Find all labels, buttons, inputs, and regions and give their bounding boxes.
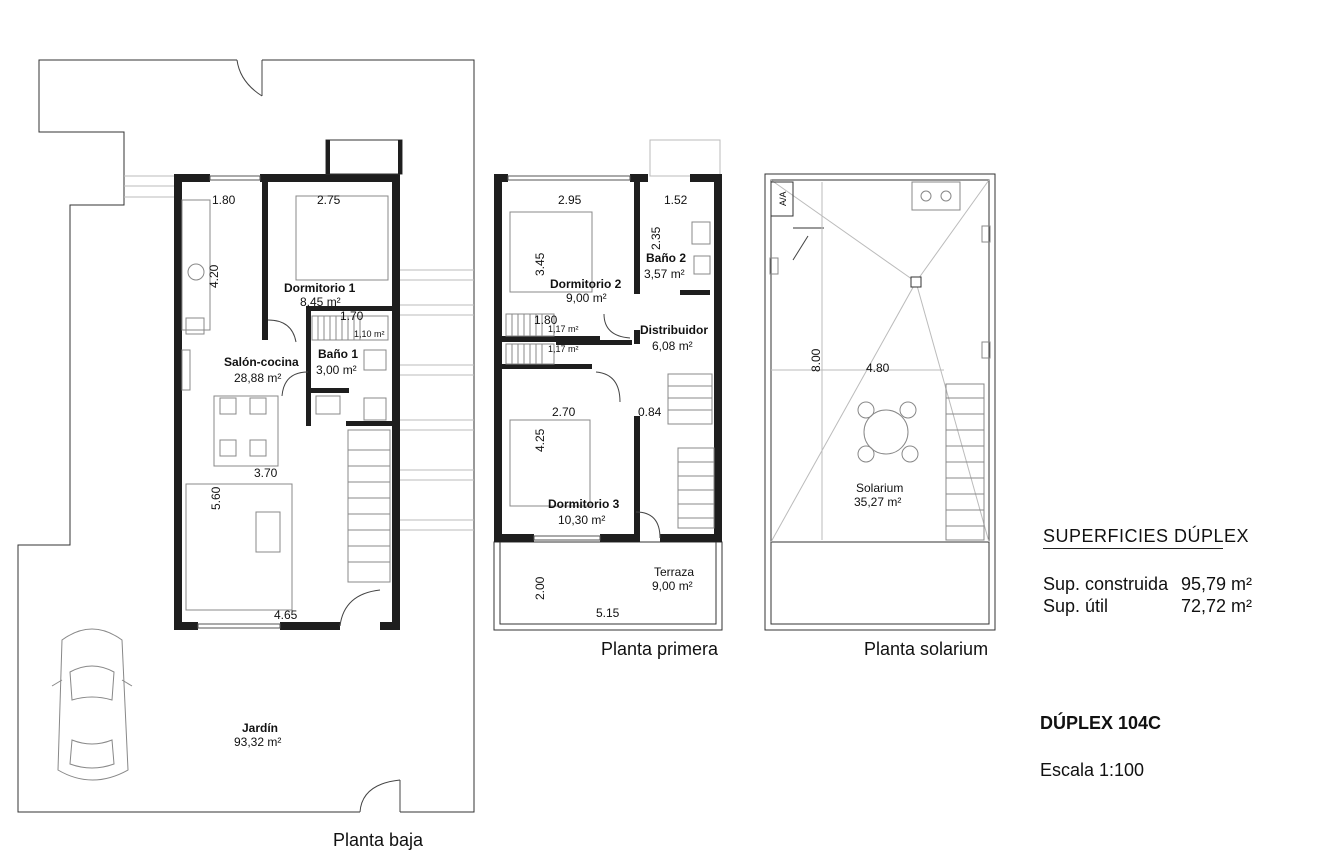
first-stairs [667,373,715,529]
dim-label: 8.00 [809,348,823,372]
coffee-table [255,511,281,553]
ground-stairs [347,429,391,583]
room-name-salon: Salón-cocina [224,355,299,369]
room-area-bano2: 3,57 m² [644,267,685,281]
solarium-plan: A/A 8.00 4.80 Solarium 35,2 [764,173,996,659]
entry-door-swing [339,589,381,627]
room-area-dormitorio1: 8,45 m² [300,295,341,309]
summary-label-built: Sup. construida [1043,574,1169,594]
dim-label: 4.20 [207,264,221,288]
door-swing-terrace [635,511,661,539]
aa-unit [770,181,794,217]
room-name-dormitorio3: Dormitorio 3 [548,497,620,511]
shower-tray [315,395,341,415]
room-name-terraza: Terraza [654,565,694,579]
dim-label: 1.80 [534,313,558,327]
room-area-salon: 28,88 m² [234,371,281,385]
room-area-dormitorio2: 9,00 m² [566,291,607,305]
car-icon [51,628,133,781]
door-swing-dorm2 [603,313,631,339]
dim-label: 1.80 [212,193,236,207]
dim-label: 1.52 [664,193,688,207]
room-name-dormitorio2: Dormitorio 2 [550,277,622,291]
outdoor-sink [911,181,961,211]
room-name-solarium: Solarium [856,481,903,495]
summary-heading-underline [1043,548,1223,549]
closet-area: 1,17 m² [548,324,579,334]
door-swing-bath1 [281,371,309,397]
dim-label: 3.45 [533,252,547,276]
room-name-dormitorio1: Dormitorio 1 [284,281,356,295]
ground-floor-plan: 1.80 2.75 4.20 1.70 3.70 5.60 4.65 1,10 … [17,59,475,850]
bed-2 [509,211,593,293]
round-table [863,409,909,455]
bed-3 [509,419,591,507]
cooktop [187,263,205,281]
dim-label: 5.15 [596,606,620,620]
roof-slope-lines [770,179,990,543]
plan-label-ground: Planta baja [333,830,424,850]
room-area-distribuidor: 6,08 m² [652,339,693,353]
dining-table [213,395,279,467]
room-name-bano2: Baño 2 [646,251,686,265]
sink [185,317,205,335]
dim-label: 4.65 [274,608,298,622]
dim-label: 2.70 [552,405,576,419]
dim-label: 1.70 [340,309,364,323]
room-area-jardin: 93,32 m² [234,735,281,749]
garden-gate-swing [359,779,401,813]
room-name-jardin: Jardín [242,721,278,735]
plan-title: DÚPLEX 104C [1040,713,1162,733]
toilet [363,349,387,371]
plan-label-solarium: Planta solarium [864,639,988,659]
ground-balcony [325,139,403,175]
kitchen-counter [181,199,211,331]
closet-hatch [311,315,389,341]
door-swing-dorm1 [267,319,297,343]
dim-label: 2.95 [558,193,582,207]
plot-boundary [17,59,360,813]
summary-heading: SUPERFICIES DÚPLEX [1043,526,1250,546]
room-area-solarium: 35,27 m² [854,495,901,509]
aa-label: A/A [778,191,788,206]
dim-label: 3.70 [254,466,278,480]
solarium-stairs [945,383,985,541]
plan-label-first: Planta primera [601,639,719,659]
dim-label: 2.75 [317,193,341,207]
room-name-bano1: Baño 1 [318,347,358,361]
closet-area: 1,17 m² [548,344,579,354]
gate-swing [236,59,263,97]
closet-area: 1,10 m² [354,329,385,339]
dim-label: 5.60 [209,486,223,510]
dim-label: 2.00 [533,576,547,600]
dim-label: 4.25 [533,428,547,452]
toilet-2 [691,221,711,245]
dim-label: 0.84 [638,405,662,419]
bed-1 [295,195,389,281]
summary-value-built: 95,79 m² [1181,574,1253,594]
washbasin [363,397,387,421]
dim-label: 2.35 [649,226,663,250]
dim-label: 4.80 [866,361,890,375]
closet-hatch-first [505,313,555,365]
washbasin-2 [693,255,711,275]
room-name-distribuidor: Distribuidor [640,323,708,337]
plan-scale: Escala 1:100 [1040,760,1145,780]
solarium-outer [764,173,996,631]
drain-icon [910,276,922,288]
sofa [185,483,293,611]
plot-boundary-right [262,59,475,813]
room-area-terraza: 9,00 m² [652,579,693,593]
room-area-bano1: 3,00 m² [316,363,357,377]
summary-value-useful: 72,72 m² [1181,596,1253,616]
summary-label-useful: Sup. útil [1043,596,1109,616]
first-floor-plan: 2.95 1.52 3.45 2.35 1.80 2.70 0.84 4.25 … [493,139,723,659]
door-swing-dorm3 [595,371,621,403]
pergola-lines [124,175,474,531]
room-area-dormitorio3: 10,30 m² [558,513,605,527]
